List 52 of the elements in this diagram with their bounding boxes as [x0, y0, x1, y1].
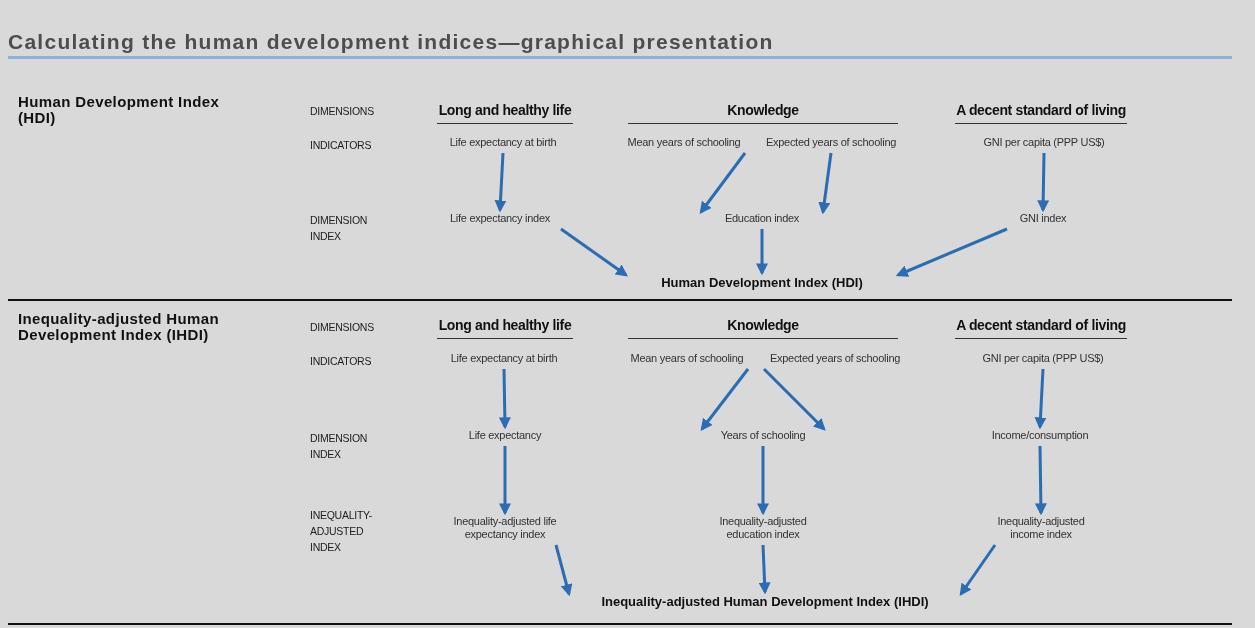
measure-text: Inequality-adjusted income index [991, 515, 1091, 541]
measure-text: Mean years of schooling [619, 136, 749, 149]
row-label: INDICATORS [310, 138, 373, 153]
measure-text: Inequality-adjusted life expectancy index [450, 515, 560, 541]
measure-text: Years of schooling [708, 429, 818, 442]
measure-text: Inequality-adjusted education index [710, 515, 816, 541]
dimension-heading: Knowledge [628, 315, 898, 339]
measure-text: Life expectancy index [435, 212, 565, 225]
arrow [499, 446, 511, 516]
row-label: DIMENSIONS [310, 104, 375, 119]
row-label: DIMENSION INDEX [310, 431, 369, 462]
measure-text: Life expectancy [450, 429, 560, 442]
row-label: DIMENSIONS [310, 320, 375, 335]
section-heading: Inequality-adjusted Human Development Index (IHDI) [18, 311, 221, 343]
row-label: DIMENSION INDEX [310, 213, 369, 244]
row-label: INDICATORS [310, 354, 373, 369]
title: Calculating the human development indices—graphical presentation [8, 29, 774, 55]
measure-text: Income/consumption [980, 429, 1100, 442]
arrow [498, 368, 511, 430]
arrow [895, 227, 1008, 277]
arrow [494, 152, 507, 213]
measure-text: GNI per capita (PPP US$) [973, 352, 1113, 365]
index-name: Inequality-adjusted Human Development Index (IHDI) [575, 594, 955, 609]
row-label: INEQUALITY-ADJUSTED INDEX [310, 508, 374, 555]
measure-text: GNI per capita (PPP US$) [974, 136, 1114, 149]
dimension-heading: A decent standard of living [955, 315, 1127, 339]
arrow [1037, 152, 1050, 213]
measure-text: Life expectancy at birth [438, 136, 568, 149]
arrow [959, 544, 997, 596]
arrow [560, 227, 628, 277]
arrow [700, 368, 750, 431]
measure-text: Expected years of schooling [760, 352, 910, 365]
dimension-heading: Knowledge [628, 100, 898, 124]
dimension-heading: A decent standard of living [955, 100, 1127, 124]
arrow [757, 446, 769, 516]
measure-text: Education index [707, 212, 817, 225]
dimension-heading: Long and healthy life [437, 100, 573, 124]
arrow [554, 544, 573, 597]
measure-text: GNI index [1003, 212, 1083, 225]
arrow [758, 544, 771, 595]
dimension-heading: Long and healthy life [437, 315, 573, 339]
arrow [1034, 368, 1047, 430]
arrow [1034, 445, 1047, 516]
arrow [762, 367, 826, 431]
index-name: Human Development Index (HDI) [632, 275, 892, 290]
measure-text: Mean years of schooling [622, 352, 752, 365]
section-heading: Human Development Index (HDI) [18, 94, 221, 126]
arrow [699, 152, 747, 214]
arrow [818, 152, 833, 215]
measure-text: Life expectancy at birth [439, 352, 569, 365]
arrow [756, 229, 768, 276]
measure-text: Expected years of schooling [756, 136, 906, 149]
